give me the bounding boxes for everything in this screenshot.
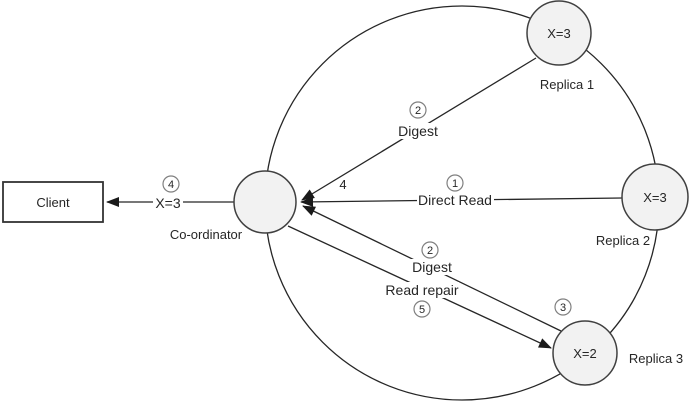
replica3-label: Replica 3 (629, 351, 683, 366)
replica1-value: X=3 (547, 26, 571, 41)
coordinator-node (233, 170, 297, 234)
step-badge-number: 2 (415, 105, 421, 117)
step-badge-1-direct-read: 1 (446, 174, 464, 192)
step-badge-number: 2 (427, 245, 433, 257)
digest-top-label: Digest (398, 123, 438, 139)
step-badge-circle (421, 241, 439, 259)
step-badge-circle (554, 298, 572, 316)
client-label: Client (36, 195, 70, 210)
label-bg-digest-top (397, 123, 440, 139)
step-badge-number: 5 (419, 304, 425, 316)
step-badge-number: 4 (168, 179, 174, 191)
label-bg-response-value (153, 195, 183, 210)
replica2-node (621, 163, 689, 231)
step-badge-circle (162, 175, 180, 193)
step-badge-circle (409, 101, 427, 119)
label-bg-read-repair (386, 282, 459, 298)
replica2-label: Replica 2 (596, 233, 650, 248)
digest-top-annotation: 4 (339, 177, 346, 192)
step-badge-5-read-repair: 5 (413, 300, 431, 318)
step-badge-4-response: 4 (162, 175, 180, 193)
replica3-value: X=2 (573, 346, 597, 361)
digest-bottom-label: Digest (412, 259, 452, 275)
replica2-value: X=3 (643, 190, 667, 205)
label-bg-direct-read (417, 192, 494, 208)
step-badge-2-digest-bottom: 2 (421, 241, 439, 259)
step-badge-3-replica3: 3 (554, 298, 572, 316)
step-badge-2-digest-top: 2 (409, 101, 427, 119)
client-box (2, 181, 104, 223)
direct-read-label: Direct Read (418, 192, 492, 208)
step-badge-number: 3 (560, 302, 566, 314)
step-badge-circle (413, 300, 431, 318)
replica1-label: Replica 1 (540, 77, 594, 92)
step-badge-number: 1 (452, 178, 458, 190)
step-badge-circle (446, 174, 464, 192)
read-repair-label: Read repair (385, 282, 458, 298)
label-bg-digest-bottom (411, 259, 454, 275)
coordinator-label: Co-ordinator (170, 227, 243, 242)
replica1-node (526, 0, 592, 66)
response-value-label: X=3 (155, 195, 181, 211)
replica3-node (552, 320, 618, 386)
